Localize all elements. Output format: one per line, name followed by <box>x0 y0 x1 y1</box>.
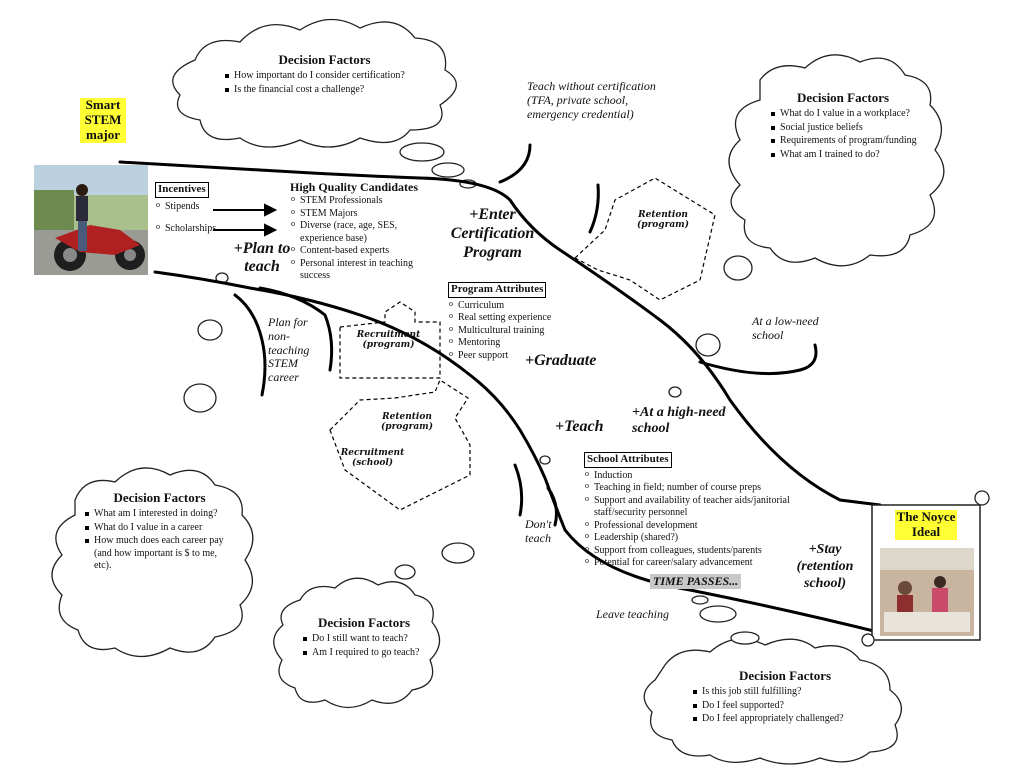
cloud-bottom <box>273 577 441 709</box>
path-lines <box>118 143 892 637</box>
cloud-left-item: How much does each career pay (and how i… <box>85 535 237 573</box>
school-attribute-item: Support and availability of teacher aids… <box>585 494 824 520</box>
school-attribute-item: Leadership (shared?) <box>585 531 824 545</box>
note-no-certification: Teach without certification (TFA, privat… <box>527 79 656 121</box>
incentives-box: Incentives Stipends Scholarships <box>155 182 225 236</box>
candidate-item: Content-based experts <box>291 244 440 258</box>
cloud-top <box>172 18 457 148</box>
cloud-left-title: Decision Factors <box>113 490 206 505</box>
cloud-left <box>51 467 254 658</box>
noyce-ideal-label: The Noyce Ideal <box>895 509 957 540</box>
retention-mid-arrow <box>329 379 471 511</box>
path-dontteach2 <box>546 486 558 527</box>
cloud-right-text: Decision Factors What do I value in a wo… <box>768 90 918 162</box>
path-nonteach <box>233 293 267 397</box>
school-attributes-title: School Attributes <box>584 452 672 468</box>
cloud-bottom-title: Decision Factors <box>317 615 411 630</box>
program-attribute-item: Mentoring <box>449 336 573 350</box>
candidates-box: High Quality Candidates STEM Professiona… <box>290 180 440 283</box>
cloud-bottomright-title: Decision Factors <box>738 668 832 683</box>
cloud-bottomright-text: Decision Factors Is this job still fulfi… <box>690 668 880 727</box>
candidate-item: STEM Majors <box>291 207 440 221</box>
cloud-right-item: Social justice beliefs <box>771 122 918 135</box>
cloud-right <box>728 54 945 267</box>
recruitment-school: Recruitment (school) <box>340 448 405 468</box>
candidate-item: STEM Professionals <box>291 194 440 208</box>
program-attribute-item: Curriculum <box>449 299 573 313</box>
note-dont-teach: Don't teach <box>525 517 552 545</box>
bubbles <box>183 142 760 645</box>
cloud-left-item: What do I value in a career <box>85 522 237 535</box>
cloud-bottomright-item: Do I feel supported? <box>693 700 880 713</box>
note-low-need: At a low-need school <box>752 314 819 342</box>
recruitment-program: Recruitment (program) <box>356 330 421 350</box>
cloud-top-item: How important do I consider certificatio… <box>225 70 427 83</box>
stage-graduate: +Graduate <box>525 352 597 369</box>
school-attribute-item: Support from colleagues, students/parent… <box>585 544 824 558</box>
program-attribute-item: Multicultural training <box>449 324 573 338</box>
stage-enter: +Enter Certification Program <box>450 206 535 262</box>
path-nocert2 <box>588 183 600 234</box>
path-nocert <box>498 143 532 184</box>
candidates-title: High Quality Candidates <box>290 180 419 194</box>
program-attribute-item: Real setting experience <box>449 311 573 325</box>
incentive-item: Scholarships <box>156 222 225 236</box>
school-attribute-item: Potential for career/salary advancement <box>585 556 824 570</box>
cloud-left-item: What am I interested in doing? <box>85 508 237 521</box>
path-top <box>118 160 882 507</box>
program-attributes-title: Program Attributes <box>448 282 547 298</box>
incentives-title: Incentives <box>155 182 209 198</box>
smart-stem-label: Smart STEM major <box>80 97 126 143</box>
stem-photo <box>34 165 148 275</box>
cloud-right-item: What am I trained to do? <box>771 149 918 162</box>
program-attributes-box: Program Attributes Curriculum Real setti… <box>448 282 573 362</box>
cloud-bottomright <box>643 638 902 765</box>
school-attribute-item: Teaching in field; number of course prep… <box>585 481 824 495</box>
cloud-bottom-text: Decision Factors Do I still want to teac… <box>300 615 428 660</box>
cloud-bottomright-item: Is this job still fulfilling? <box>693 686 880 699</box>
cloud-right-item: What do I value in a workplace? <box>771 108 918 121</box>
cloud-top-title: Decision Factors <box>278 52 371 67</box>
path-dontteach <box>513 463 524 517</box>
cloud-top-text: Decision Factors How important do I cons… <box>222 52 427 97</box>
candidate-item: Diverse (race, age, SES, experience base… <box>291 219 440 245</box>
cloud-bottom-item: Do I still want to teach? <box>303 633 428 646</box>
cloud-bottom-item: Am I required to go teach? <box>303 647 428 660</box>
candidate-item: Personal interest in teaching success <box>291 257 440 283</box>
cloud-right-item: Requirements of program/funding <box>771 135 917 147</box>
cloud-right-title: Decision Factors <box>796 90 890 105</box>
cloud-bottomright-item: Do I feel appropriately challenged? <box>693 713 880 726</box>
cloud-shapes <box>51 18 945 765</box>
incentive-item: Stipends <box>156 200 225 214</box>
note-leave-teaching: Leave teaching <box>596 607 669 621</box>
path-lowneed <box>698 343 818 376</box>
time-passes-label: TIME PASSES... <box>650 574 742 589</box>
school-attribute-item: Professional development <box>585 519 824 533</box>
recruitment-program-arrow <box>339 301 441 379</box>
stage-teach: +Teach <box>555 418 604 435</box>
cloud-left-text: Decision Factors What am I interested in… <box>82 490 237 574</box>
stage-high-need: +At a high-need school <box>632 405 726 437</box>
note-non-teaching: Plan for non-teaching STEM career <box>268 315 310 385</box>
cloud-top-item: Is the financial cost a challenge? <box>225 84 427 97</box>
program-arrows <box>329 177 716 511</box>
stage-stay: +Stay (retention school) <box>796 542 854 591</box>
retention-top-arrow <box>573 177 716 301</box>
path-nonteach2 <box>258 286 334 372</box>
retention-program-mid: Retention (program) <box>381 412 433 432</box>
school-attributes-box: School Attributes Induction Teaching in … <box>584 452 824 570</box>
school-attribute-item: Induction <box>585 469 824 483</box>
retention-program-top: Retention (program) <box>637 210 689 230</box>
program-attribute-item: Peer support <box>449 349 573 363</box>
stage-plan: +Plan to teach <box>233 240 291 276</box>
